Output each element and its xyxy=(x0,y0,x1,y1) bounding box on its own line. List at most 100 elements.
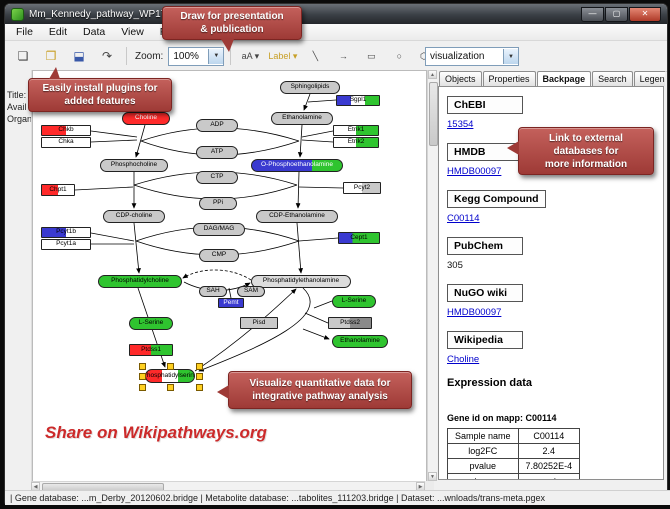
pathway-edge[interactable] xyxy=(134,124,146,158)
external-db-link[interactable]: Choline xyxy=(447,354,480,365)
pathway-edge[interactable] xyxy=(301,139,334,143)
selection-handle[interactable] xyxy=(139,384,146,391)
pathway-edge[interactable] xyxy=(302,328,330,340)
pathway-node-sphingolipids[interactable]: Sphingolipids xyxy=(280,81,340,94)
selection-handle[interactable] xyxy=(196,373,203,380)
pathway-node-phosphatidylserine[interactable]: Phosphatidylserine xyxy=(145,369,195,383)
zoom-dropdown-arrow-icon[interactable]: ▼ xyxy=(208,48,224,64)
pathway-edge[interactable] xyxy=(182,269,252,281)
pathway-edge[interactable] xyxy=(74,186,134,191)
selection-handle[interactable] xyxy=(167,384,174,391)
pathway-edge[interactable] xyxy=(296,222,304,274)
selection-handle[interactable] xyxy=(196,363,203,370)
pathway-node-ptdss1[interactable]: Ptdss1 xyxy=(129,344,173,356)
pathway-node-ptdss2[interactable]: Ptdss2 xyxy=(328,317,372,329)
pathway-node-dag-mag[interactable]: DAG/MAG xyxy=(193,223,245,236)
pathway-node-ctp[interactable]: CTP xyxy=(196,171,238,184)
pathway-node-l-serine[interactable]: L-Serine xyxy=(332,295,376,308)
line-tool[interactable]: ╲ xyxy=(312,50,319,61)
selection-handle[interactable] xyxy=(139,373,146,380)
pathway-edge[interactable] xyxy=(298,237,339,242)
selection-handle[interactable] xyxy=(139,363,146,370)
pathway-node-l-serine[interactable]: L-Serine xyxy=(129,317,173,330)
pathway-node-phosphatidylcholine[interactable]: Phosphatidylcholine xyxy=(98,275,182,288)
minimize-button[interactable]: — xyxy=(581,6,604,22)
pathway-node-o-phosphoethanolamine[interactable]: O-Phosphoethanolamine xyxy=(251,159,343,172)
tab-properties[interactable]: Properties xyxy=(482,71,536,86)
arrow-tool[interactable]: → xyxy=(338,51,348,61)
datanode-tool[interactable]: aA ▾ xyxy=(241,50,260,61)
pathway-node-cept1[interactable]: Cept1 xyxy=(338,232,380,244)
pathway-node-atp[interactable]: ATP xyxy=(196,146,238,159)
pathway-node-pisd[interactable]: Pisd xyxy=(240,317,278,329)
pathway-edge[interactable] xyxy=(298,186,344,189)
pathway-node-cdp-ethanolamine[interactable]: CDP-Ethanolamine xyxy=(256,210,338,223)
pathway-edge[interactable] xyxy=(295,171,301,209)
pathway-edge[interactable] xyxy=(313,300,333,309)
pathway-edge[interactable] xyxy=(90,232,135,242)
external-db-link[interactable]: C00114 xyxy=(447,213,480,224)
rectangle-tool[interactable]: ▭ xyxy=(367,50,376,61)
pathway-node-phosphocholine[interactable]: Phosphocholine xyxy=(100,159,168,172)
vertical-scroll-thumb[interactable] xyxy=(429,82,438,146)
pathway-node-etnk2[interactable]: Etnk2 xyxy=(333,137,379,148)
tab-legend[interactable]: Legend xyxy=(633,71,665,86)
pathway-node-pcyt2[interactable]: Pcyt2 xyxy=(343,182,381,194)
pathway-node-choline[interactable]: Choline xyxy=(122,112,170,125)
vertical-scrollbar[interactable]: ▲ ▼ xyxy=(427,70,438,481)
pathway-node-cdp-choline[interactable]: CDP-choline xyxy=(103,210,165,223)
maximize-button[interactable]: ▢ xyxy=(605,6,628,22)
pathway-node-sam[interactable]: SAM xyxy=(237,286,265,297)
external-db-link[interactable]: HMDB00097 xyxy=(447,166,502,177)
pathway-edge[interactable] xyxy=(303,93,311,111)
pathway-node-ethanolamine[interactable]: Ethanolamine xyxy=(271,112,333,125)
pathway-edge[interactable] xyxy=(90,130,138,138)
menu-item-view[interactable]: View xyxy=(121,26,144,38)
external-db-link[interactable]: 15354 xyxy=(447,119,474,130)
pathway-node-pcyt1b[interactable]: Pcyt1b xyxy=(41,227,91,238)
label-tool[interactable]: Label ▾ xyxy=(268,50,298,61)
pathway-edge[interactable] xyxy=(301,130,334,138)
zoom-combobox[interactable]: 100% ▼ xyxy=(168,46,225,66)
pathway-node-phosphatidylethanolamine[interactable]: Phosphatidylethanolamine xyxy=(251,275,351,288)
pathway-node-sah[interactable]: SAH xyxy=(199,286,227,297)
pathway-node-ethanolamine[interactable]: Ethanolamine xyxy=(332,335,388,348)
close-button[interactable]: ✕ xyxy=(629,6,661,22)
scroll-up-icon[interactable]: ▲ xyxy=(428,70,437,79)
save-icon[interactable]: ⬓ xyxy=(73,49,85,63)
selection-handle[interactable] xyxy=(196,384,203,391)
export-icon[interactable]: ↷ xyxy=(101,49,113,63)
pathway-node-ppi[interactable]: PPi xyxy=(199,197,237,210)
menu-item-data[interactable]: Data xyxy=(83,26,106,38)
pathway-node-adp[interactable]: ADP xyxy=(196,119,238,132)
pathway-node-chpt1[interactable]: Chpt1 xyxy=(41,184,75,196)
pathway-node-chkb[interactable]: Chkb xyxy=(41,125,91,136)
tab-search[interactable]: Search xyxy=(592,71,633,86)
pathway-edge[interactable] xyxy=(133,222,141,274)
menu-item-file[interactable]: File xyxy=(16,26,33,38)
tab-objects[interactable]: Objects xyxy=(439,71,482,86)
pathway-node-pcyt1a[interactable]: Pcyt1a xyxy=(41,239,91,250)
scroll-down-icon[interactable]: ▼ xyxy=(428,472,437,481)
pathway-node-cmp[interactable]: CMP xyxy=(199,249,239,262)
titlebar[interactable]: Mm_Kennedy_pathway_WP1771_45176.gpml — ▢… xyxy=(5,4,667,24)
pathway-edge[interactable] xyxy=(228,287,232,299)
pathway-node-etnk1[interactable]: Etnk1 xyxy=(333,125,379,136)
open-folder-icon[interactable]: ❒ xyxy=(45,49,57,63)
pathway-edge[interactable] xyxy=(304,312,329,324)
pathway-edge[interactable] xyxy=(194,288,297,372)
pathway-node-chka[interactable]: Chka xyxy=(41,137,91,148)
oval-tool[interactable]: ○ xyxy=(396,51,403,61)
selection-handle[interactable] xyxy=(167,363,174,370)
external-db-link[interactable]: HMDB00097 xyxy=(447,307,502,318)
pathway-edge[interactable] xyxy=(198,287,311,372)
pathway-node-pemt[interactable]: Pemt xyxy=(218,298,244,308)
pathway-edge[interactable] xyxy=(307,99,337,103)
pathway-edge[interactable] xyxy=(90,139,138,143)
tab-backpage[interactable]: Backpage xyxy=(536,71,592,87)
new-file-icon[interactable]: ❏ xyxy=(17,49,29,63)
visualization-combobox[interactable]: visualization ▼ xyxy=(425,47,519,66)
visualization-dropdown-arrow-icon[interactable]: ▼ xyxy=(503,49,518,64)
pathway-node-sgpl1[interactable]: Sgpl1 xyxy=(336,95,380,106)
